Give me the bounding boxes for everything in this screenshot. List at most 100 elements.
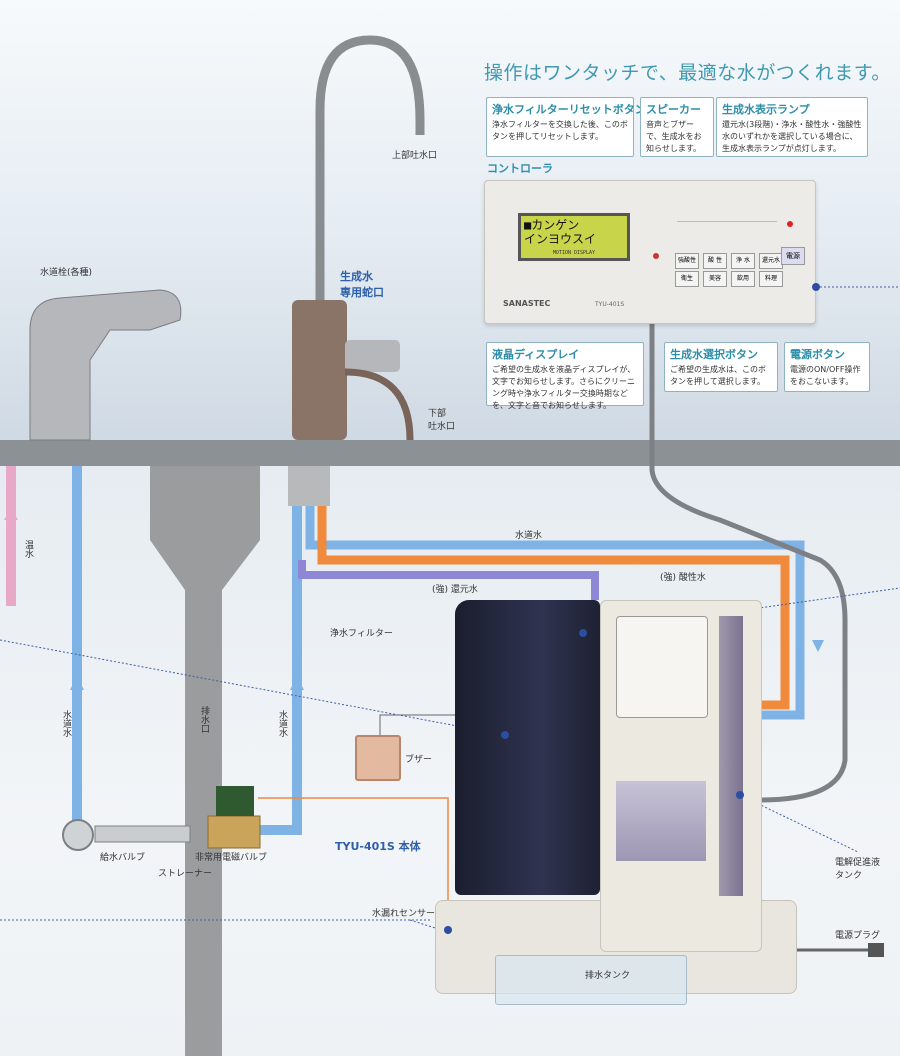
power-indicator xyxy=(787,221,793,227)
filter-cover xyxy=(455,600,600,895)
callout-desc: ご希望の生成水を液晶ディスプレイが、文字でお知らせします。さらにクリーニング時や… xyxy=(492,365,636,410)
callout-title: 浄水フィルターリセットボタン xyxy=(492,103,646,116)
connector-cover xyxy=(616,616,708,718)
label-hot-water: 温水 xyxy=(23,540,33,558)
drain-pipe xyxy=(150,466,260,1056)
callout-title: 生成水表示ランプ xyxy=(722,103,810,116)
sensor-wire xyxy=(258,797,449,930)
headline: 操作はワンタッチで、最適な水がつくれます。 xyxy=(484,62,891,84)
label-supply-valve: 給水バルブ xyxy=(100,853,146,863)
label-reduced-water: (強) 還元水 xyxy=(432,585,478,595)
callout-title: 生成水選択ボタン xyxy=(670,348,758,361)
power-plug xyxy=(868,943,884,957)
callout-title: スピーカー xyxy=(646,103,701,116)
label-solenoid-valve: 非常用電磁バルブ xyxy=(195,853,268,863)
label-tap-water-mid: 水道水 xyxy=(277,710,287,737)
power-button[interactable]: 電源 xyxy=(781,247,805,265)
countertop xyxy=(0,440,900,466)
label-drain: 排水口 xyxy=(199,706,209,733)
label-faucet-top: 上部吐水口 xyxy=(392,151,438,161)
strainer xyxy=(94,825,191,843)
arrow-hot xyxy=(4,508,18,520)
label-drain-tank: 排水タンク xyxy=(585,971,631,981)
label-electrolysis-tank: 電解促進液 タンク xyxy=(835,858,881,881)
label-faucet-bottom: 下部 吐水口 xyxy=(428,409,456,432)
label-tap-water-top: 水道水 xyxy=(515,531,543,541)
arrow-down-right xyxy=(812,640,824,652)
use-label: 飲用 xyxy=(731,271,755,287)
callout-filter-reset: 浄水フィルターリセットボタン 浄水フィルターを交換した後、このボタンを押してリセ… xyxy=(486,97,646,157)
lcd-sub-label: MOTION DISPLAY xyxy=(552,250,596,256)
supply-valve xyxy=(62,819,94,851)
water-select-buttons: 強酸性酸 性浄 水還元水 xyxy=(675,247,787,269)
buzzer-wire xyxy=(379,714,455,735)
callout-lcd: 液晶ディスプレイ ご希望の生成水を液晶ディスプレイが、文字でお知らせします。さら… xyxy=(486,342,644,410)
label-buzzer: ブザー xyxy=(405,755,433,765)
tyu-401s-unit xyxy=(435,600,797,1005)
faucet-body xyxy=(292,300,347,440)
label-faucet-name: 生成水 専用蛇口 xyxy=(340,270,384,299)
unit-body xyxy=(600,600,762,952)
use-label: 料理 xyxy=(759,271,783,287)
purified-button[interactable]: 浄 水 xyxy=(731,253,755,269)
label-acidic-water: (強) 酸性水 xyxy=(660,573,706,583)
marker-dot xyxy=(579,629,587,637)
tap-fixture xyxy=(29,289,182,441)
solenoid-valve xyxy=(207,815,261,849)
strong-acid-button[interactable]: 強酸性 xyxy=(675,253,699,269)
lcd-display: ■カンゲン インヨウスイ MOTION DISPLAY xyxy=(518,213,630,261)
callout-select: 生成水選択ボタン ご希望の生成水は、このボタンを押して選択します。 xyxy=(664,342,778,392)
faucet-spout xyxy=(315,35,425,300)
label-strainer: ストレーナー xyxy=(158,869,213,879)
callout-speaker: スピーカー 音声とブザーで、生成水をお知らせします。 xyxy=(640,97,714,157)
use-label: 衛生 xyxy=(675,271,699,287)
faucet-connector xyxy=(288,466,330,506)
label-tap: 水道栓(各種) xyxy=(40,268,93,278)
acid-button[interactable]: 酸 性 xyxy=(703,253,727,269)
label-tap-water-left: 水道水 xyxy=(61,710,71,737)
callout-desc: 電源のON/OFF操作をおこないます。 xyxy=(790,365,861,386)
label-power-plug: 電源プラグ xyxy=(835,931,881,941)
arrow-up-left xyxy=(70,676,84,690)
callout-title: 液晶ディスプレイ xyxy=(492,348,580,361)
lcd-line-1: ■カンゲン xyxy=(524,218,580,232)
drain-tank xyxy=(495,955,687,1005)
controller-label: コントローラ xyxy=(487,162,553,175)
brand-logo: SANASTEC xyxy=(503,299,551,308)
marker-dot xyxy=(501,731,509,739)
acidic-water-pipe xyxy=(317,506,790,710)
marker-dot xyxy=(736,791,744,799)
side-tank-window xyxy=(719,616,743,896)
faucet-knob xyxy=(345,340,400,372)
leader-filter xyxy=(0,639,506,736)
callout-desc: 浄水フィルターを交換した後、このボタンを押してリセットします。 xyxy=(492,120,628,141)
faucet-lower-outlet xyxy=(344,368,414,441)
controller-panel: ■カンゲン インヨウスイ MOTION DISPLAY 強酸性酸 性浄 水還元水… xyxy=(484,180,816,324)
hot-water-pipe xyxy=(6,466,16,606)
tap-water-pipe-top xyxy=(305,506,805,720)
use-label: 美容 xyxy=(703,271,727,287)
reduced-water-pipe xyxy=(298,560,599,600)
callout-desc: 還元水(3段階)・浄水・酸性水・強酸性水のいずれかを選択している場合に、生成水表… xyxy=(722,120,862,153)
callout-lamp: 生成水表示ランプ 還元水(3段階)・浄水・酸性水・強酸性水のいずれかを選択してい… xyxy=(716,97,868,157)
label-filter: 浄水フィルター xyxy=(330,629,393,639)
filter-reset-button[interactable] xyxy=(653,253,659,259)
buzzer xyxy=(355,735,401,781)
marker-dot xyxy=(812,283,820,291)
lamp-strip xyxy=(677,221,777,236)
callout-power: 電源ボタン 電源のON/OFF操作をおこないます。 xyxy=(784,342,870,392)
water-use-labels: 衛生美容飲用料理 xyxy=(675,265,787,287)
controller-model: TYU-401S xyxy=(595,301,625,308)
callout-desc: 音声とブザーで、生成水をお知らせします。 xyxy=(646,120,702,153)
arrow-up-mid xyxy=(290,676,304,690)
lcd-line-2: インヨウスイ xyxy=(524,232,597,246)
callout-desc: ご希望の生成水は、このボタンを押して選択します。 xyxy=(670,365,766,386)
tap-water-pipe-mid xyxy=(260,466,302,835)
front-panel xyxy=(616,781,706,861)
tap-water-pipe-left xyxy=(72,466,82,831)
marker-dot xyxy=(444,926,452,934)
label-model-main: TYU-401S 本体 xyxy=(335,840,421,853)
callout-title: 電源ボタン xyxy=(790,348,845,361)
solenoid-coil xyxy=(216,786,254,816)
